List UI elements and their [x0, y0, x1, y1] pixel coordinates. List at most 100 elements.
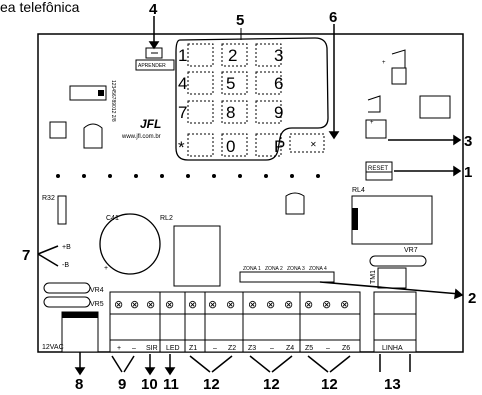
power-label: 12VAC [42, 344, 64, 351]
component-left [49, 121, 67, 139]
callout-12c: 12 [321, 376, 338, 393]
terminal-label-sir: SIR [146, 345, 158, 352]
key-1-label: 1 [178, 46, 187, 65]
key-star-label: * [178, 138, 185, 157]
zona-2-label: ZONA 2 [265, 266, 283, 272]
led-row [56, 174, 320, 178]
linha-label: LINHA [382, 345, 403, 352]
serial-text: 123456789012 2/8 [110, 80, 116, 122]
relay-rl2 [173, 225, 221, 287]
rl4-label: RL4 [352, 187, 365, 194]
key-0-label: 0 [226, 137, 235, 156]
key-4: 4 [178, 71, 214, 95]
svg-text:⊗: ⊗ [130, 298, 139, 311]
key-extra-label: ✕ [310, 140, 317, 149]
key-9-label: 9 [274, 103, 283, 122]
callout-9: 9 [118, 376, 126, 393]
aprender-label: APRENDER [138, 63, 166, 69]
svg-text:⊗: ⊗ [304, 298, 313, 311]
r32-label: R32 [42, 195, 55, 202]
terminal-label-plus: + [117, 345, 121, 352]
vr7 [369, 255, 427, 267]
vr5 [43, 296, 91, 308]
terminal-label-minus-1: – [132, 345, 136, 352]
terminal-label-z5: Z5 [305, 345, 313, 352]
svg-text:⊗: ⊗ [248, 298, 257, 311]
svg-text:+: + [370, 120, 374, 126]
callout-numbers: 1 2 3 4 5 6 7 8 9 10 11 12 12 12 13 [22, 1, 476, 393]
svg-text:⊗: ⊗ [284, 298, 293, 311]
callout-4: 4 [149, 1, 158, 18]
vr5-label: VR5 [90, 301, 104, 308]
callout-1: 1 [464, 164, 472, 181]
key-star: * [178, 133, 214, 157]
svg-text:⊗: ⊗ [114, 298, 123, 311]
svg-text:⊗: ⊗ [322, 298, 331, 311]
svg-text:⊗: ⊗ [188, 298, 197, 311]
svg-text:⊗: ⊗ [146, 298, 155, 311]
callout-7: 7 [22, 247, 30, 264]
zona-connector: ZONA 1 ZONA 2 ZONA 3 ZONA 4 [239, 266, 335, 283]
callout-10: 10 [141, 376, 158, 393]
key-7: 7 [178, 100, 214, 124]
terminal-label-minus-4: – [326, 345, 330, 352]
vr4-label: VR4 [90, 287, 104, 294]
relay-rl4 [351, 195, 433, 245]
terminal-label-z4: Z4 [286, 345, 294, 352]
key-7-label: 7 [178, 103, 187, 122]
terminal-label-z6: Z6 [342, 345, 350, 352]
key-extra: ✕ [289, 133, 325, 153]
callout-13: 13 [384, 376, 401, 393]
keypad-outline [175, 37, 329, 161]
terminal-label-led: LED [166, 345, 180, 352]
reset-button [365, 161, 393, 181]
minus-b-label: -B [62, 262, 69, 269]
callout-2: 2 [468, 290, 476, 307]
linha-terminal-block: LINHA [373, 291, 417, 353]
capacitor-c41 [99, 213, 161, 275]
tm1 [377, 267, 407, 289]
key-4-label: 4 [178, 74, 187, 93]
terminal-label-z2: Z2 [228, 345, 236, 352]
key-3: 3 [255, 43, 283, 67]
callout-11: 11 [163, 376, 179, 393]
c41-label: C41 [106, 215, 119, 222]
zona-1-label: ZONA 1 [243, 266, 261, 272]
key-5-label: 5 [226, 74, 235, 93]
key-5: 5 [221, 71, 248, 95]
svg-text:⊗: ⊗ [208, 298, 217, 311]
site-text: www.jfl.com.br [121, 134, 161, 140]
component-3 [365, 119, 387, 139]
key-0: 0 [221, 133, 248, 157]
zona-4-label: ZONA 4 [309, 266, 327, 272]
terminal-block-main [109, 291, 361, 353]
top-caption: ea telefônica [0, 0, 80, 15]
vr4 [43, 282, 91, 294]
terminal-label-minus-2: – [213, 345, 217, 352]
key-6-label: 6 [274, 74, 283, 93]
svg-text:+: + [382, 60, 386, 66]
key-6: 6 [255, 71, 283, 95]
svg-text:⊗: ⊗ [340, 298, 349, 311]
key-2-label: 2 [228, 46, 237, 65]
terminal-label-minus-3: – [270, 345, 274, 352]
callouts [37, 16, 464, 376]
callout-8: 8 [75, 376, 83, 393]
rl2-label: RL2 [160, 215, 173, 222]
key-1: 1 [178, 43, 214, 67]
key-p-label: P [274, 137, 285, 156]
reset-label: RESET [368, 166, 388, 172]
svg-text:⊗: ⊗ [165, 298, 174, 311]
key-2: 2 [221, 43, 248, 67]
callout-6: 6 [329, 9, 337, 26]
svg-text:⊗: ⊗ [226, 298, 235, 311]
jfl-logo: JFL [140, 117, 161, 131]
callout-12a: 12 [203, 376, 220, 393]
tm1-label: TM1 [370, 270, 377, 284]
svg-text:⊗: ⊗ [266, 298, 275, 311]
plus-b-label: +B [62, 244, 71, 251]
callout-3: 3 [464, 133, 472, 150]
key-8-label: 8 [226, 103, 235, 122]
callout-5: 5 [236, 12, 244, 29]
